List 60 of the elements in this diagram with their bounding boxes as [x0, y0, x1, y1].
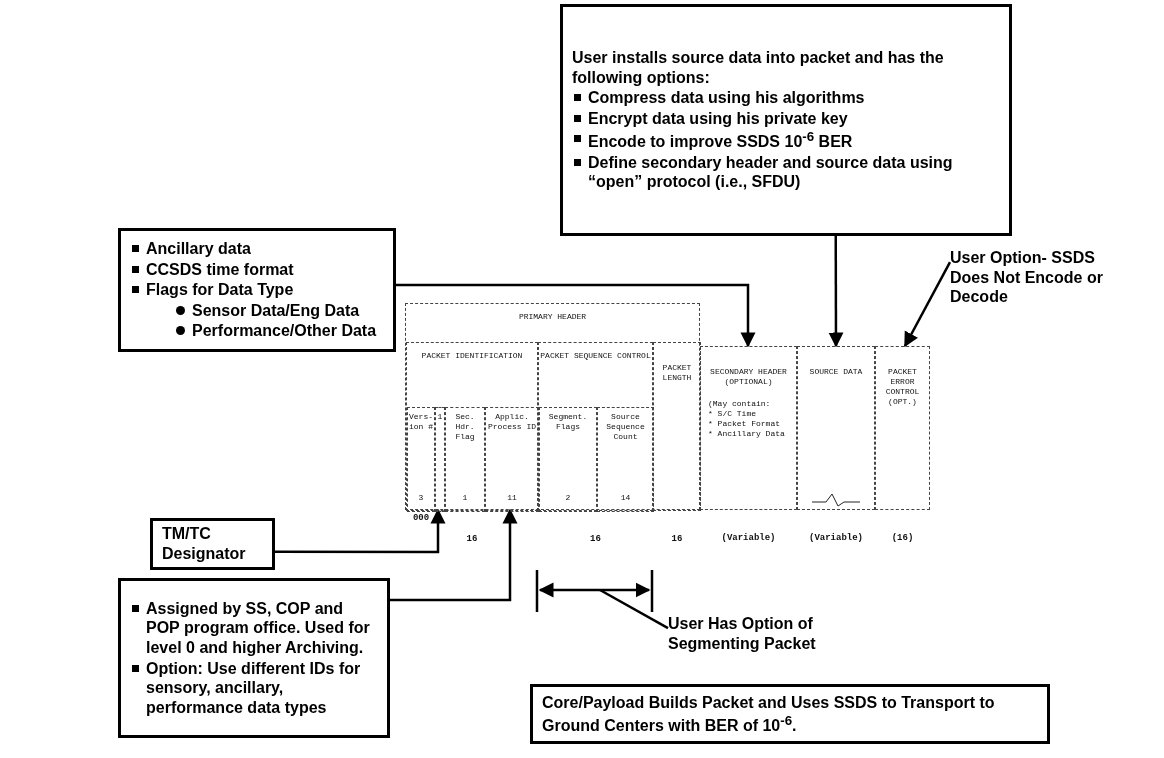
- field-label: Ancillary data: [130, 239, 384, 259]
- field-label: Sensor Data/Eng Data: [130, 300, 384, 321]
- field-label: Vers-ion #: [408, 412, 434, 432]
- field-label: Flags for Data Type: [130, 280, 384, 300]
- packet-subfield: [485, 407, 539, 512]
- arrow: [390, 508, 518, 602]
- callout-box: [150, 518, 275, 570]
- packet-subfield: [597, 407, 654, 512]
- field-label: Performance/Other Data: [130, 321, 384, 341]
- field-label: Source Sequence Count: [605, 412, 646, 442]
- field-label: TM/TC Designator: [162, 524, 247, 564]
- field-size: (16): [890, 533, 915, 545]
- field-label: * S/C Time: [707, 409, 757, 419]
- field-size: 16: [670, 534, 684, 546]
- bit-count: 1: [462, 493, 468, 503]
- bit-count: 14: [620, 493, 631, 503]
- field-label: PACKET IDENTIFICATION: [421, 351, 523, 361]
- field-label: Segment. Flags: [547, 412, 589, 432]
- note-text: User Has Option of Segmenting Packet: [668, 614, 817, 654]
- field-label: (May contain:: [707, 399, 772, 409]
- packet-subfield: [435, 407, 445, 512]
- field-label: * Packet Format: [707, 419, 781, 429]
- callout-box: [118, 578, 390, 738]
- field-label: Core/Payload Builds Packet and Uses SSDS to Transport to Ground Centers with BER of 10$^{-6}$.: [542, 692, 996, 736]
- field-label: PACKET ERROR CONTROL (OPT.): [884, 367, 921, 407]
- field-size: 16: [465, 534, 479, 546]
- field-label: PRIMARY HEADER: [518, 312, 587, 322]
- field-label: Assigned by SS, COP and POP program office. Used for level 0 and higher Archiving.: [130, 598, 378, 658]
- callout-box: [118, 228, 396, 352]
- field-label: Option: Use different IDs for sensory, ancillary, performance data types: [130, 658, 378, 718]
- field-label: SECONDARY HEADER (OPTIONAL): [709, 367, 788, 387]
- packet-subfield: [539, 407, 597, 512]
- field-label: Define secondary header and source data using “open” protocol (i.e., SFDU): [572, 152, 1000, 192]
- field-label: 1: [437, 412, 443, 422]
- field-label: PACKET LENGTH: [661, 363, 693, 383]
- field-label: Applic. Process ID: [487, 412, 537, 432]
- field-label: Encode to improve SSDS 10$^{-6}$ BER: [572, 129, 1000, 152]
- field-label: Sec. Hdr. Flag: [454, 412, 476, 442]
- arrow: [396, 283, 756, 348]
- arrow: [828, 236, 844, 348]
- field-label: CCSDS time format: [130, 259, 384, 280]
- field-label: SOURCE DATA: [809, 367, 863, 377]
- packet-subfield: [445, 407, 485, 512]
- field-label: Encrypt data using his private key: [572, 108, 1000, 129]
- field-label: * Ancillary Data: [707, 429, 786, 439]
- arrow: [903, 261, 952, 348]
- bit-count: 3: [418, 493, 424, 503]
- callout-box: [560, 4, 1012, 236]
- note-text: User Option- SSDS Does Not Encode or Decode: [950, 248, 1104, 307]
- field-label: Compress data using his algorithms: [572, 88, 1000, 108]
- field-size: 000: [411, 513, 431, 525]
- field-label: User installs source data into packet and has the following options:: [572, 48, 945, 88]
- field-size: (Variable): [808, 533, 864, 545]
- field-label: PACKET SEQUENCE CONTROL: [540, 351, 651, 361]
- bit-count: 11: [507, 493, 517, 503]
- callout-box: [530, 684, 1050, 744]
- field-size: 16: [589, 534, 602, 546]
- leader-line: [599, 588, 669, 630]
- field-size: (Variable): [720, 533, 777, 545]
- bit-count: 2: [565, 493, 571, 503]
